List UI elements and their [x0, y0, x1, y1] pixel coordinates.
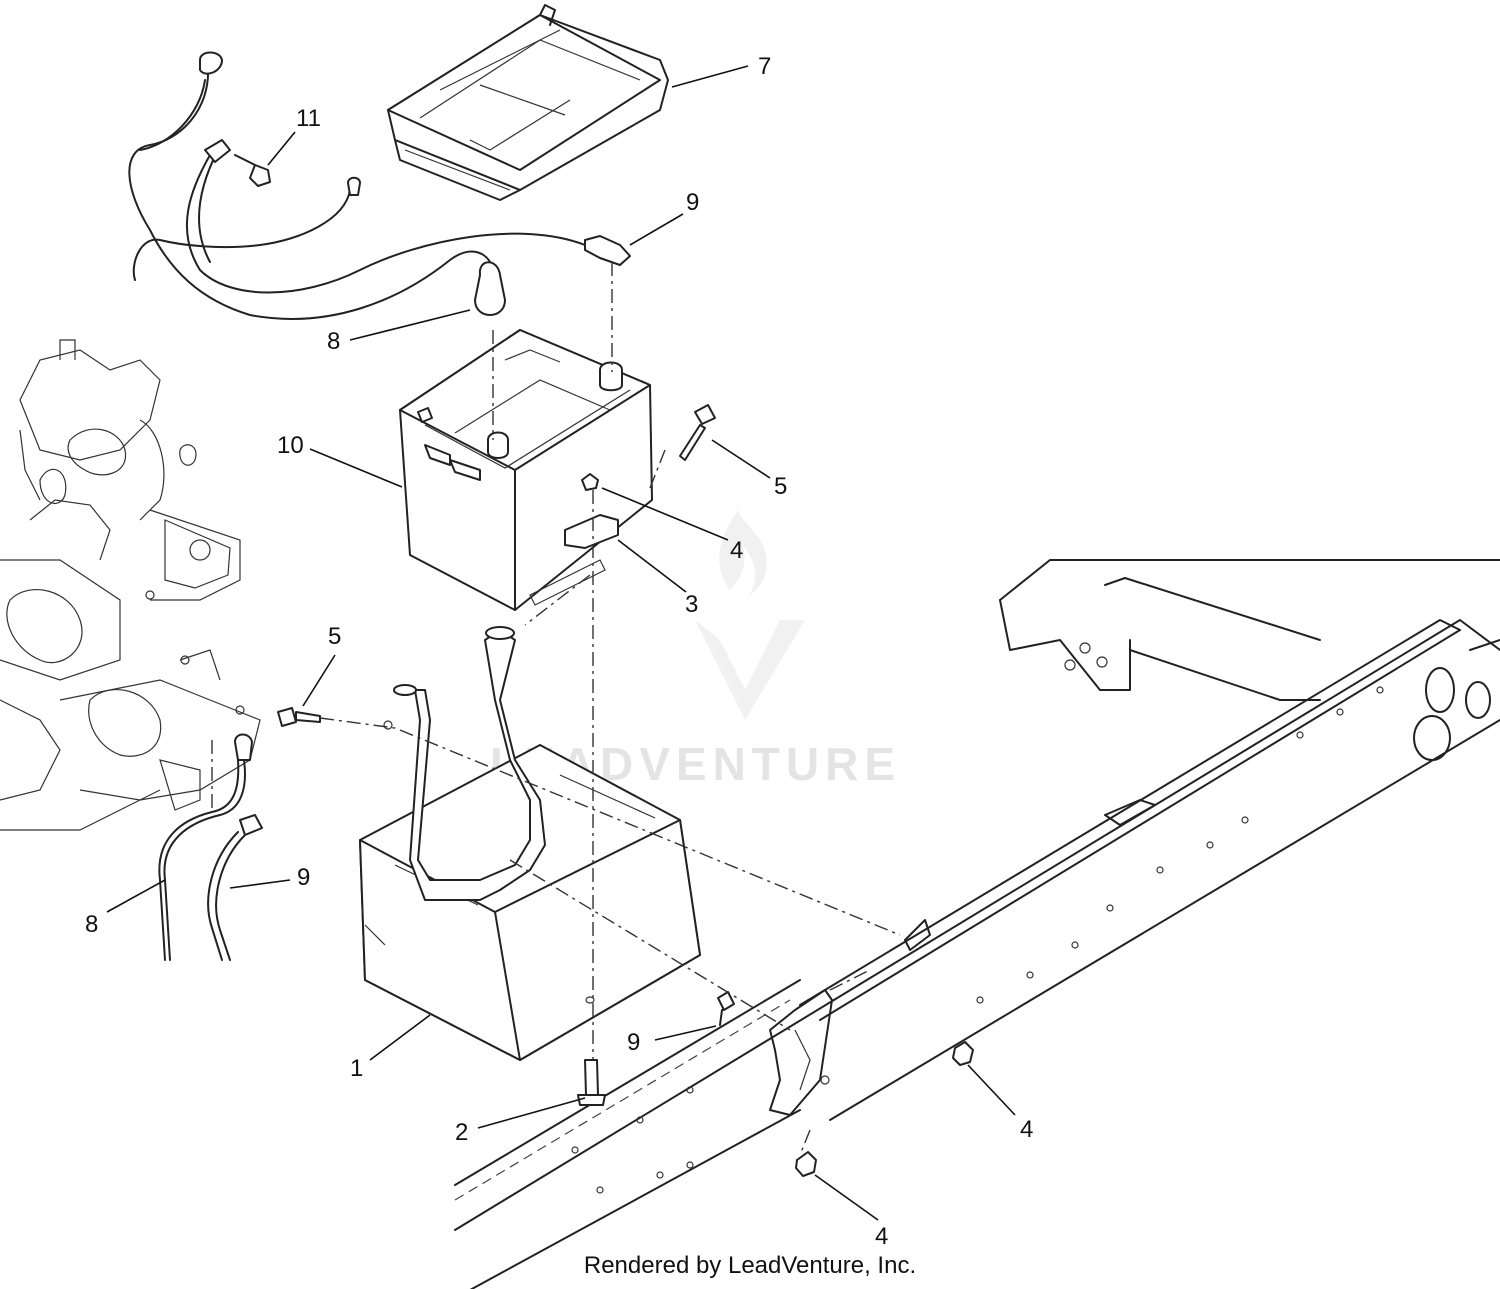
battery-cover: [387, 4, 669, 201]
callout-3: 3: [685, 591, 698, 618]
battery: [399, 329, 653, 611]
callout-4-right: 4: [1020, 1116, 1033, 1143]
callout-9: 9: [686, 189, 699, 216]
footer-credit: Rendered by LeadVenture, Inc.: [583, 1252, 917, 1279]
callout-10: 10: [277, 432, 304, 459]
callout-4: 4: [730, 537, 743, 564]
callout-labels: 7 11 9 8 10 5 4 3 5 9 8 1 9 2 4 4: [85, 53, 1033, 1250]
callout-5-left: 5: [328, 623, 341, 650]
callout-1: 1: [350, 1055, 363, 1082]
callout-5: 5: [774, 473, 787, 500]
callout-4-bottom: 4: [875, 1223, 888, 1250]
battery-tray: [359, 626, 701, 1061]
callout-leaders: [106, 65, 1016, 1221]
callout-2: 2: [455, 1119, 468, 1146]
callout-9-left: 9: [297, 864, 310, 891]
bolt-part-5: [277, 404, 716, 727]
battery-cables-upper: [128, 51, 631, 320]
watermark-logo: [695, 510, 805, 720]
frame-rail: [454, 559, 1500, 1289]
callout-9-bottom: 9: [627, 1029, 640, 1056]
battery-cables-lower: [158, 733, 735, 1026]
callout-8: 8: [327, 328, 340, 355]
callout-11: 11: [296, 105, 321, 132]
callout-7: 7: [758, 53, 771, 80]
bolt-part-11: [234, 154, 271, 187]
assembly-lines: [211, 262, 901, 1156]
callout-8-left: 8: [85, 911, 98, 938]
nut-part-4: [795, 1041, 974, 1177]
engine: [0, 339, 261, 831]
